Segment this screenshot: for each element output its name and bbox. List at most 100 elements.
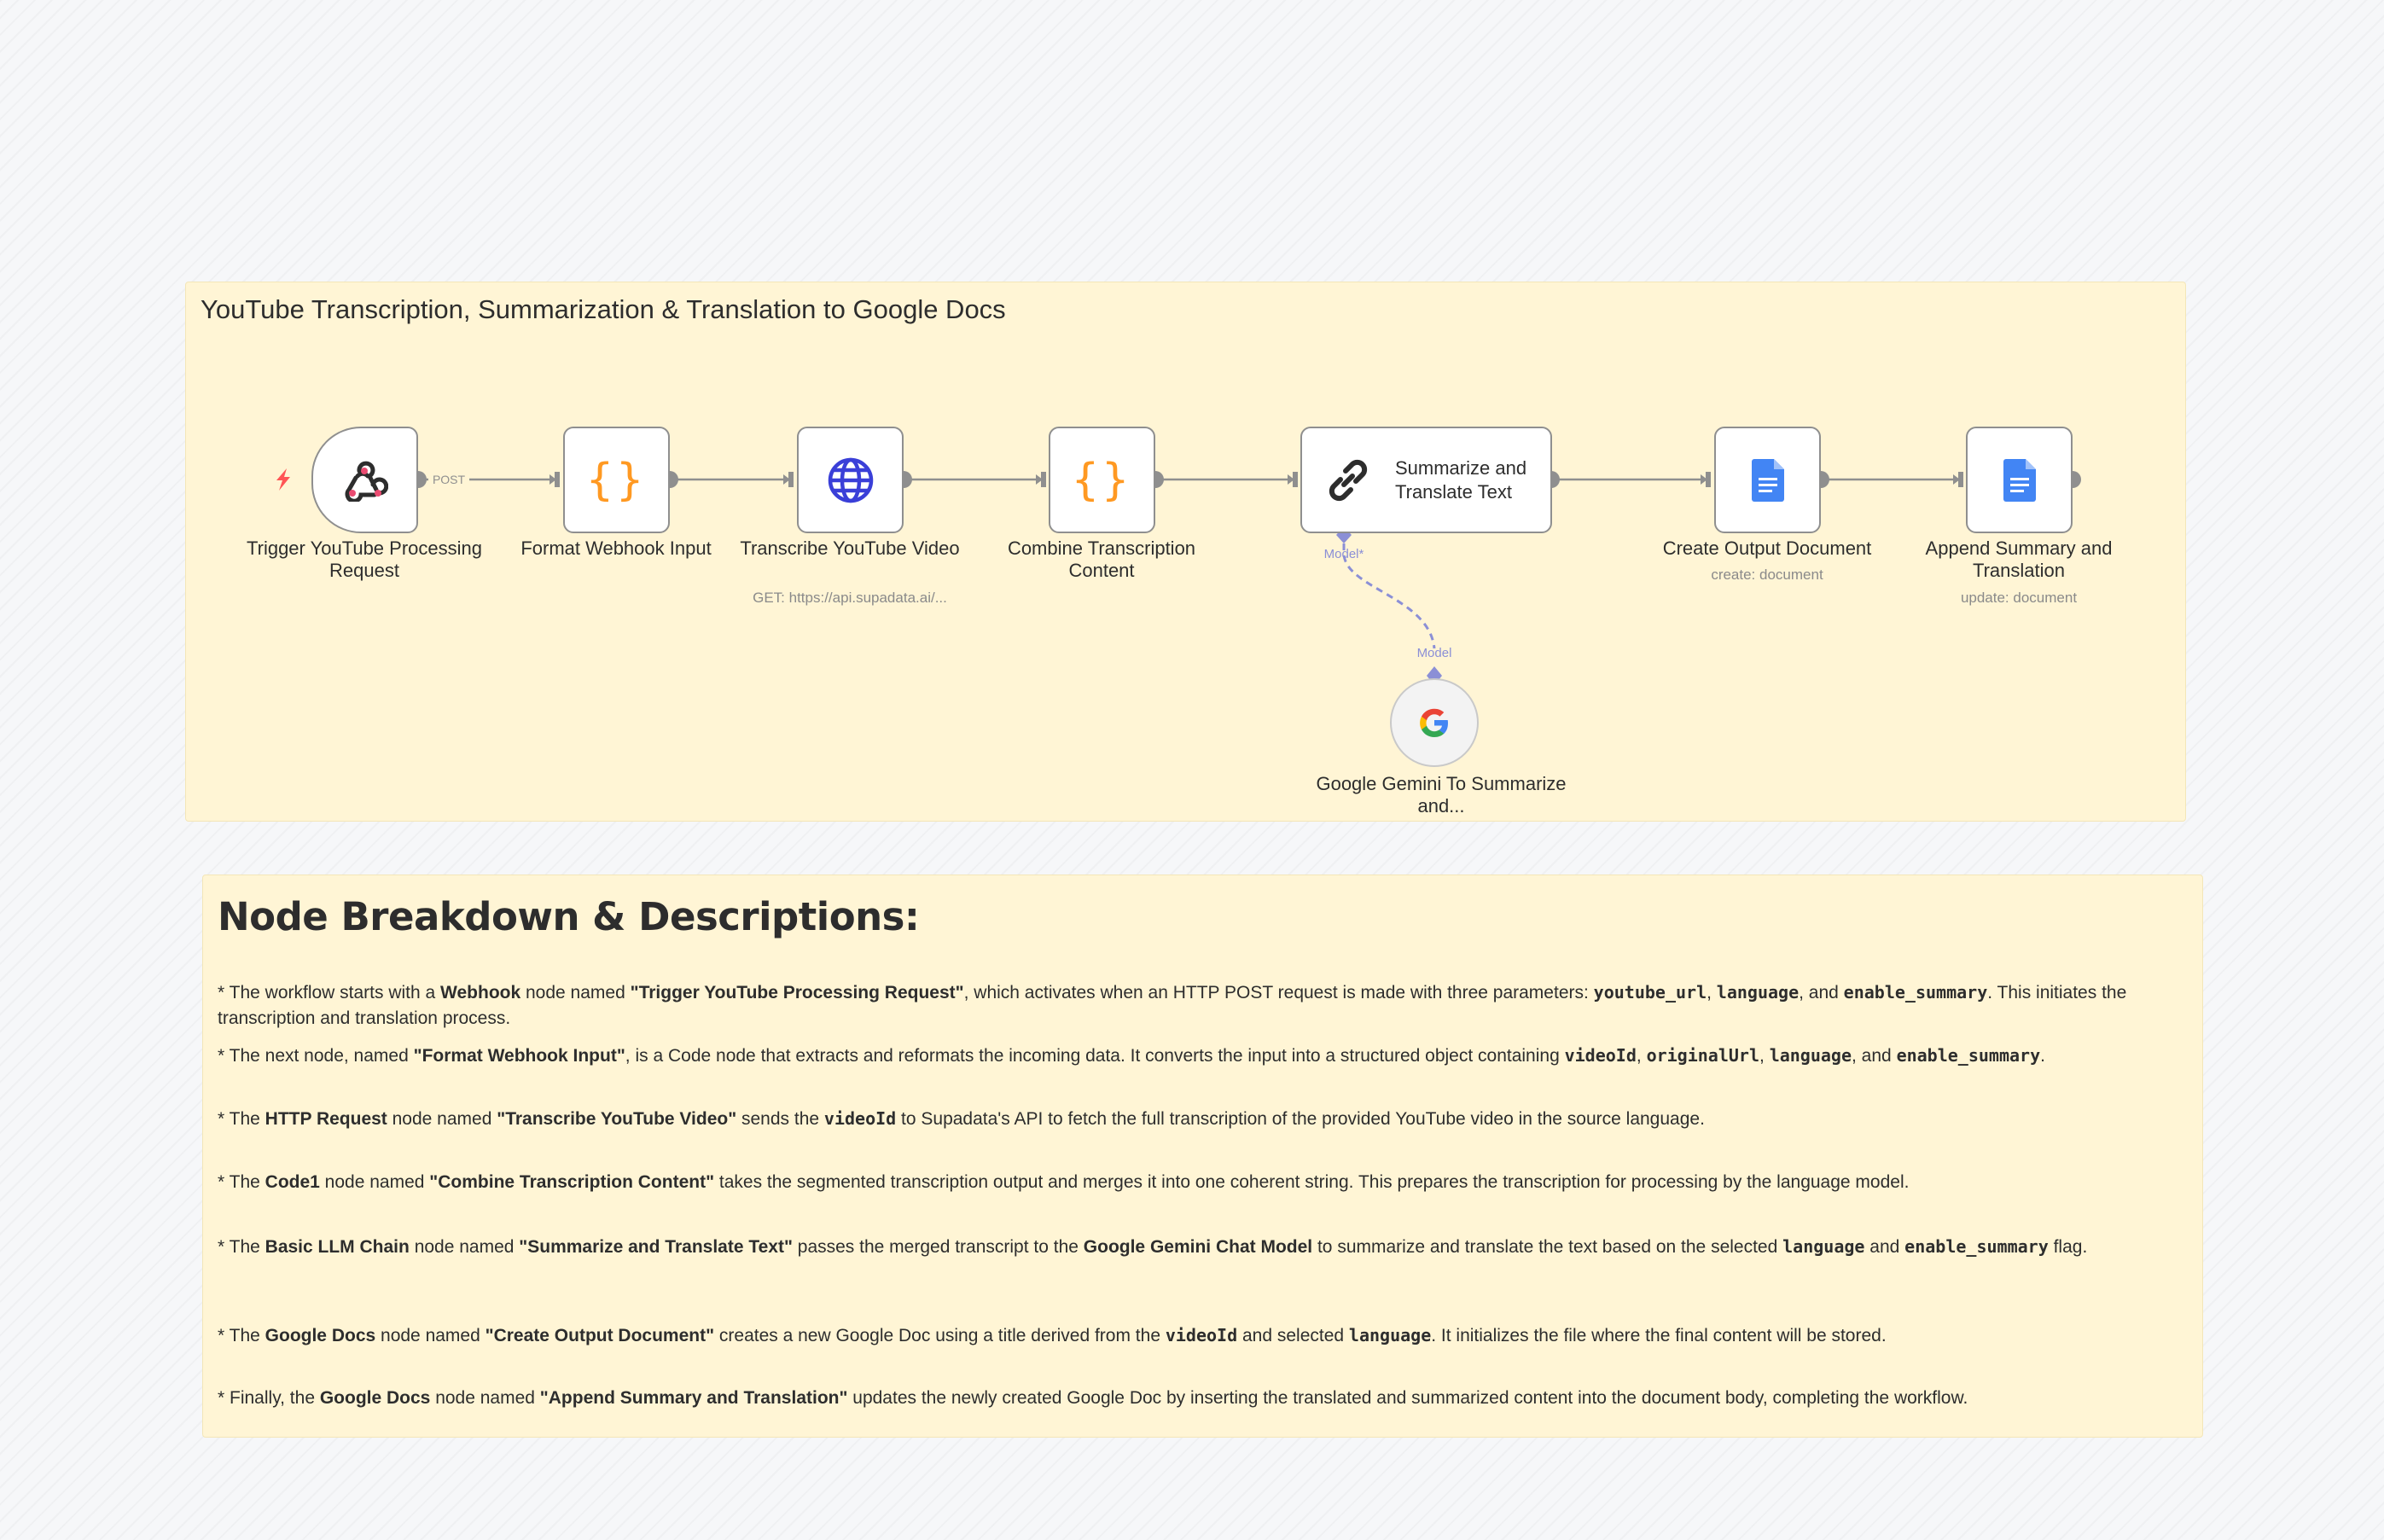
note-item: * Finally, the Google Docs node named "A… [218, 1386, 2180, 1411]
note-item: * The Code1 node named "Combine Transcri… [218, 1170, 2180, 1195]
node-format-webhook[interactable]: {} [563, 427, 670, 533]
node-append-subtitle: update: document [1960, 590, 2078, 606]
note-text: , [1759, 1046, 1770, 1066]
node-format-label: Format Webhook Input [520, 538, 712, 559]
node-summarize-translate[interactable]: Summarize and Translate Text [1300, 427, 1552, 533]
inline-code: language [1769, 1045, 1852, 1066]
note-text: flag. [2048, 1237, 2088, 1257]
bold-text: Google Gemini Chat Model [1083, 1237, 1313, 1257]
node-google-gemini-model[interactable] [1390, 678, 1479, 767]
note-item: * The HTTP Request node named "Transcrib… [218, 1106, 2180, 1132]
google-docs-icon [1751, 458, 1784, 502]
notes-heading: Node Breakdown & Descriptions: [218, 894, 920, 939]
node-append-summary[interactable] [1966, 427, 2073, 533]
note-item: * The Google Docs node named "Create Out… [218, 1322, 2180, 1349]
note-text: node named [520, 983, 631, 1002]
note-text: * The next node, named [218, 1046, 414, 1066]
note-text: . [2040, 1046, 2045, 1066]
note-text: , and [1799, 983, 1844, 1002]
inline-code: youtube_url [1593, 982, 1707, 1002]
bold-text: "Format Webhook Input" [413, 1046, 625, 1066]
inline-code: enable_summary [1904, 1236, 2049, 1257]
note-text: passes the merged transcript to the [792, 1237, 1084, 1257]
node-trigger-youtube[interactable] [311, 427, 418, 533]
bold-text: "Create Output Document" [485, 1326, 715, 1345]
inline-code: videoId [1165, 1325, 1238, 1345]
workflow-title: YouTube Transcription, Summarization & T… [201, 294, 1006, 324]
note-text: * The workflow starts with a [218, 983, 441, 1002]
note-text: , [1636, 1046, 1647, 1066]
code-braces-icon: {} [1072, 454, 1132, 506]
bold-text: "Append Summary and Translation" [539, 1388, 848, 1408]
note-text: node named [430, 1388, 540, 1408]
note-text: node named [319, 1172, 430, 1192]
note-text: , is a Code node that extracts and refor… [625, 1046, 1565, 1066]
note-text: creates a new Google Doc using a title d… [714, 1326, 1166, 1345]
bold-text: "Summarize and Translate Text" [519, 1237, 793, 1257]
node-gemini-label: Google Gemini To Summarize and... [1316, 773, 1567, 816]
bold-text: "Combine Transcription Content" [429, 1172, 715, 1192]
note-text: and [1864, 1237, 1905, 1257]
inline-code: videoId [1564, 1045, 1637, 1066]
node-transcribe-label: Transcribe YouTube Video [740, 538, 960, 559]
note-text: to summarize and translate the text base… [1312, 1237, 1783, 1257]
note-text: . This initiates the transcription and t… [218, 983, 2127, 1028]
inline-code: originalUrl [1646, 1045, 1760, 1066]
chain-link-icon [1329, 459, 1368, 501]
node-combine-transcription[interactable]: {} [1049, 427, 1155, 533]
workflow-sticky-note[interactable]: YouTube Transcription, Summarization & T… [185, 282, 2186, 822]
note-item: * The workflow starts with a Webhook nod… [218, 979, 2180, 1032]
note-item: * The Basic LLM Chain node named "Summar… [218, 1234, 2180, 1260]
bold-text: Basic LLM Chain [265, 1237, 410, 1257]
note-text: , which activates when an HTTP POST requ… [963, 983, 1594, 1002]
code-braces-icon: {} [586, 454, 647, 506]
model-input-label: Model [1417, 646, 1452, 660]
note-text: updates the newly created Google Doc by … [847, 1388, 1968, 1408]
note-text: , and [1852, 1046, 1897, 1066]
node-create-document[interactable] [1714, 427, 1821, 533]
webhook-icon [345, 461, 388, 502]
note-text: and selected [1237, 1326, 1349, 1345]
note-text: node named [409, 1237, 520, 1257]
trigger-bolt-icon [276, 468, 290, 491]
inline-code: language [1782, 1236, 1865, 1257]
note-text: , [1707, 983, 1717, 1002]
inline-code: language [1716, 982, 1800, 1002]
bold-text: Webhook [440, 983, 521, 1002]
note-text: to Supadata's API to fetch the full tran… [896, 1109, 1705, 1129]
note-text: * The [218, 1237, 265, 1257]
bold-text: "Trigger YouTube Processing Request" [630, 983, 964, 1002]
bold-text: HTTP Request [265, 1109, 387, 1129]
node-transcribe-video[interactable] [797, 427, 904, 533]
node-combine-label: Combine Transcription Content [1007, 538, 1196, 581]
google-g-icon [1420, 708, 1448, 737]
note-text: * The [218, 1172, 265, 1192]
bold-text: Google Docs [319, 1388, 431, 1408]
note-text: * The [218, 1109, 265, 1129]
note-text: * The [218, 1326, 265, 1345]
note-text: . It initializes the file where the fina… [1431, 1326, 1887, 1345]
node-summarize-label: Summarize and Translate Text [1395, 456, 1527, 503]
note-text: node named [375, 1326, 486, 1345]
bold-text: Google Docs [265, 1326, 376, 1345]
bold-text: Code1 [265, 1172, 320, 1192]
note-item: * The next node, named "Format Webhook I… [218, 1043, 2180, 1069]
note-text: takes the segmented transcription output… [714, 1172, 1910, 1192]
model-port-label: Model* [1324, 547, 1364, 561]
node-create-subtitle: create: document [1711, 567, 1823, 583]
node-create-label: Create Output Document [1662, 538, 1872, 559]
inline-code: enable_summary [1896, 1045, 2041, 1066]
edge-post-label: POST [433, 473, 466, 486]
node-trigger-label: Trigger YouTube Processing Request [247, 538, 482, 581]
description-sticky-note[interactable]: Node Breakdown & Descriptions: * The wor… [202, 875, 2203, 1438]
google-docs-icon [2003, 458, 2036, 502]
inline-code: videoId [823, 1108, 897, 1129]
node-transcribe-subtitle: GET: https://api.supadata.ai/... [753, 590, 947, 606]
bold-text: "Transcribe YouTube Video" [497, 1109, 737, 1129]
note-text: * Finally, the [218, 1388, 320, 1408]
note-text: node named [387, 1109, 497, 1129]
globe-icon [828, 457, 873, 503]
edge-model-dashed [1342, 543, 1436, 649]
inline-code: language [1348, 1325, 1432, 1345]
note-text: sends the [736, 1109, 824, 1129]
